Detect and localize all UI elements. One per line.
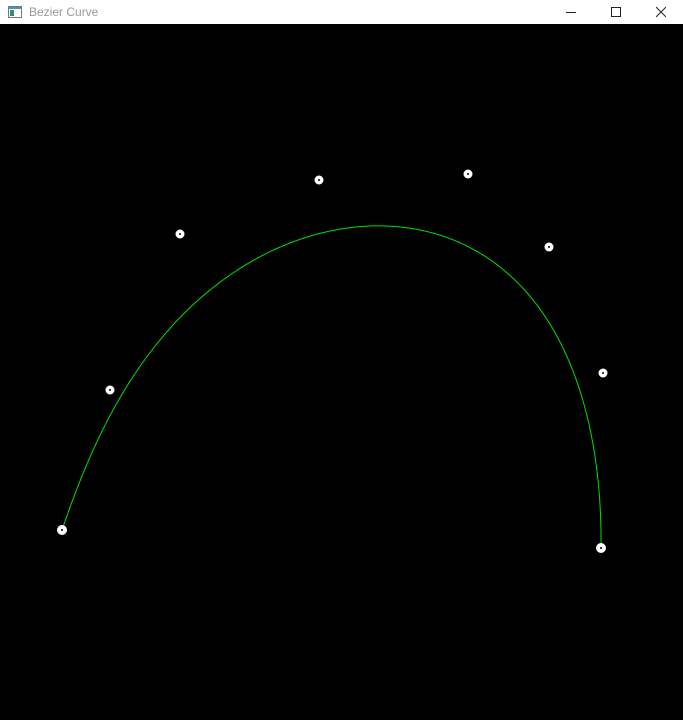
control-point-center [548, 246, 550, 248]
app-window-icon [8, 6, 22, 18]
window-controls [548, 0, 683, 24]
drawing-canvas[interactable] [0, 24, 683, 720]
control-point-center [600, 547, 602, 549]
minimize-button[interactable] [548, 0, 593, 24]
control-point-center [602, 372, 604, 374]
close-icon [655, 7, 666, 17]
close-button[interactable] [638, 0, 683, 24]
minimize-icon [565, 12, 576, 13]
control-point-center [467, 173, 469, 175]
maximize-icon [610, 7, 621, 17]
control-point-center [61, 529, 63, 531]
title-bar[interactable]: Bezier Curve [0, 0, 683, 24]
control-point-center [179, 233, 181, 235]
bezier-drawing [57, 169, 608, 553]
control-point-center [318, 179, 320, 181]
maximize-button[interactable] [593, 0, 638, 24]
control-point-center [109, 389, 111, 391]
bezier-curve [61, 225, 602, 549]
window-title: Bezier Curve [29, 5, 99, 19]
control-points [57, 169, 608, 553]
